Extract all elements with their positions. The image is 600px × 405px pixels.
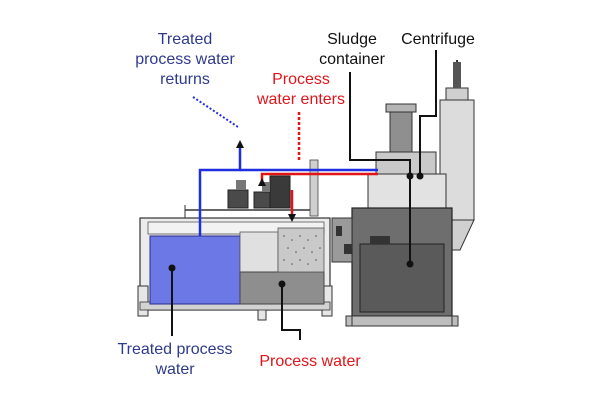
blue-arrowhead (236, 140, 244, 148)
label-process-enters: Process water enters (246, 70, 356, 110)
blue-return-pipe (198, 148, 378, 236)
centrifuge-housing (331, 207, 459, 327)
dosing-column (309, 159, 319, 217)
label-centrifuge-text: Centrifuge (401, 31, 475, 48)
label-treated-process-water: Treated process water (112, 340, 238, 380)
red-arrowhead (288, 214, 296, 222)
red-arrowhead-up (258, 178, 266, 186)
pumps (227, 175, 291, 209)
leader-lines (171, 50, 437, 340)
label-centrifuge: Centrifuge (396, 30, 480, 50)
label-process-water-text: Process water (259, 353, 361, 370)
label-treated-water-line1: Treated process (117, 341, 233, 358)
leader-dots (168, 172, 424, 288)
blue-dotted-indicator (192, 96, 239, 128)
process-water-upper (277, 227, 325, 273)
label-process-water: Process water (254, 352, 366, 372)
centrifuge-motor (367, 103, 447, 209)
label-treated-water-line2: water (155, 361, 195, 378)
label-treated-returns-line3: returns (160, 71, 210, 88)
middle-compartment (239, 231, 279, 273)
label-process-enters-line1: Process (272, 71, 330, 88)
label-treated-returns-line1: Treated (157, 31, 213, 48)
label-sludge-line1: Sludge (327, 31, 377, 48)
label-process-enters-line2: water enters (256, 91, 346, 108)
process-water-texture (283, 235, 321, 265)
treated-water-compartment (149, 235, 241, 305)
label-sludge-line2: container (319, 51, 385, 68)
label-treated-returns: Treated process water returns (130, 30, 240, 90)
label-treated-returns-line2: process water (135, 51, 235, 68)
label-sludge-container: Sludge container (312, 30, 392, 70)
